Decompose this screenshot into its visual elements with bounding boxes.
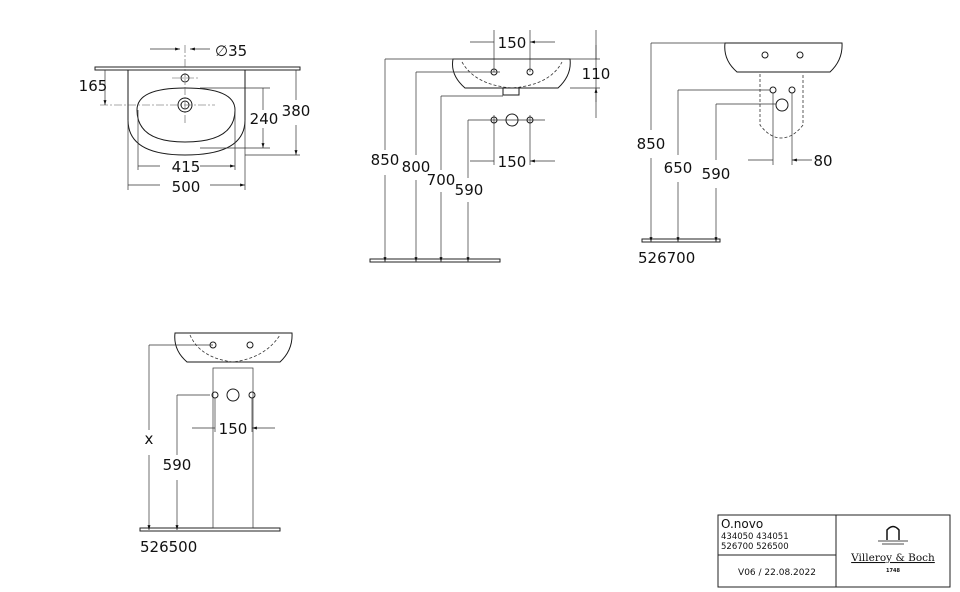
dim-590: 590 bbox=[702, 165, 731, 183]
semi-pedestal bbox=[759, 74, 804, 139]
dim-850: 850 bbox=[371, 151, 400, 169]
dim-650: 650 bbox=[664, 159, 693, 177]
brand-year: 1748 bbox=[886, 568, 900, 574]
basin-front bbox=[452, 58, 571, 89]
article-label: 526500 bbox=[140, 538, 197, 556]
semi-pedestal-view: 850 650 590 80 526700 bbox=[637, 42, 843, 267]
dim-415: 415 bbox=[172, 158, 201, 176]
title-block: O.novo 434050 434051 526700 526500 V06 /… bbox=[717, 514, 951, 588]
dim-850: 850 bbox=[637, 135, 666, 153]
drain-trap bbox=[502, 87, 520, 96]
basin-front bbox=[724, 42, 843, 73]
dim-80: 80 bbox=[813, 152, 832, 170]
dim-150-top: 150 bbox=[498, 34, 527, 52]
dim-380: 380 bbox=[282, 102, 311, 120]
basin-outline bbox=[127, 70, 246, 156]
dim-590: 590 bbox=[163, 456, 192, 474]
brand-logo-icon bbox=[878, 525, 908, 545]
floor-line bbox=[369, 258, 501, 263]
brand-name: Villeroy & Boch bbox=[850, 552, 935, 564]
dim-165: 165 bbox=[79, 77, 108, 95]
pedestal-view: x 590 150 526500 bbox=[139, 332, 293, 556]
pedestal bbox=[212, 367, 254, 529]
dim-110: 110 bbox=[582, 65, 611, 83]
dim-500: 500 bbox=[172, 178, 201, 196]
product-name: O.novo bbox=[721, 517, 763, 531]
dim-800: 800 bbox=[402, 158, 431, 176]
dim-150-bottom: 150 bbox=[498, 153, 527, 171]
wall-line bbox=[94, 66, 301, 71]
dim-x: x bbox=[145, 430, 154, 448]
article-label: 526700 bbox=[638, 249, 695, 267]
version-date: V06 / 22.08.2022 bbox=[738, 568, 816, 578]
article-codes-2: 526700 526500 bbox=[721, 542, 789, 552]
wall-hung-elevation: 150 110 850 800 700 590 150 bbox=[369, 30, 611, 263]
dim-150: 150 bbox=[219, 420, 248, 438]
dim-700: 700 bbox=[427, 171, 456, 189]
top-view: ∅35 165 240 380 415 500 bbox=[79, 42, 311, 196]
article-codes-1: 434050 434051 bbox=[721, 532, 789, 542]
dim-hole-diameter: ∅35 bbox=[215, 42, 247, 60]
basin-front bbox=[174, 332, 293, 363]
bowl-outline bbox=[136, 87, 236, 143]
dim-240: 240 bbox=[250, 110, 279, 128]
waste-pipe bbox=[505, 113, 519, 127]
dim-590: 590 bbox=[455, 181, 484, 199]
